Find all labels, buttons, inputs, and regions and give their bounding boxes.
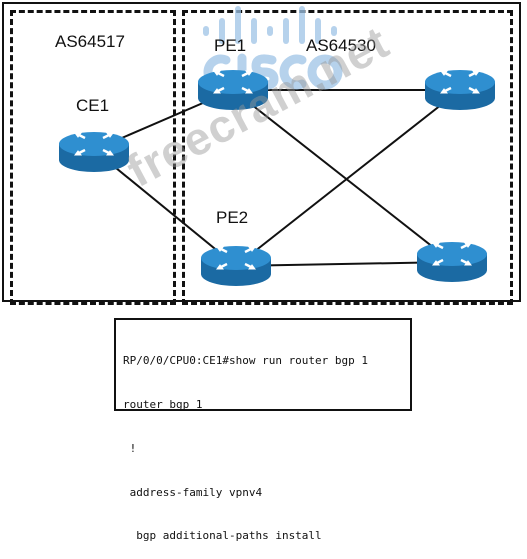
cli-output-box: RP/0/0/CPU0:CE1#show run router bgp 1 ro…: [114, 318, 412, 542]
ce1-label: CE1: [76, 96, 110, 115]
p-router-top-right-icon: [425, 70, 495, 110]
diagram-frame: [2, 2, 521, 302]
as-boundary-as64517: [10, 10, 176, 305]
ce1-router-icon: [59, 132, 129, 172]
pe2-label: PE2: [216, 208, 249, 227]
p-router-bottom-right-icon: [417, 242, 487, 282]
as-boundary-as64530: [182, 10, 513, 305]
pe2-router-icon: [201, 246, 271, 286]
link-pe2-p3: [235, 89, 461, 267]
pe1-label: PE1: [214, 36, 247, 55]
cli-line: router bgp 1: [123, 397, 203, 411]
cisco-logo-icon: [203, 6, 343, 91]
link-pe1-p4: [232, 89, 453, 263]
as64530-label: AS64530: [306, 36, 376, 55]
cli-line: bgp additional-paths install: [123, 529, 322, 543]
cli-line: !: [123, 441, 137, 455]
cli-line: address-family vpnv4: [123, 485, 263, 499]
cli-line: RP/0/0/CPU0:CE1#show run router bgp 1: [123, 354, 369, 368]
pe1-router-icon: [198, 70, 268, 110]
as64517-label: AS64517: [55, 32, 125, 51]
link-pe2-p4: [235, 261, 453, 267]
link-ce1-pe2: [93, 149, 237, 267]
